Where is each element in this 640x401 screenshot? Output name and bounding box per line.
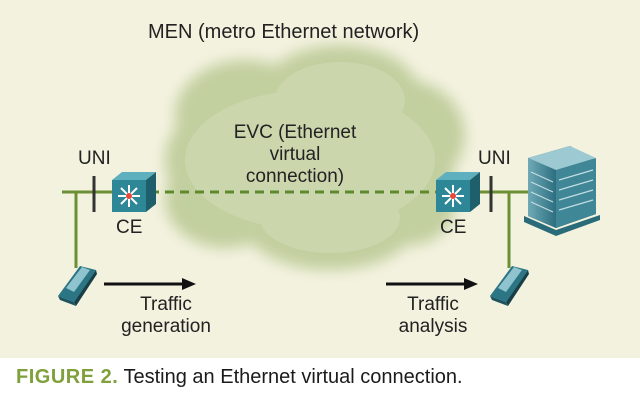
network-diagram [58, 45, 600, 306]
men-network-label: MEN (metro Ethernet network) [148, 21, 420, 43]
traffic-generation-label: Traffic generation [121, 294, 211, 337]
traffic-analysis-arrow-icon [386, 278, 478, 290]
figure-caption-text: Testing an Ethernet virtual connection. [123, 366, 463, 388]
ce-right-label: CE [440, 217, 467, 238]
figure-caption: FIGURE 2. Testing an Ethernet virtual co… [16, 366, 463, 389]
diagram-panel: MEN (metro Ethernet network) EVC (Ethern… [0, 0, 640, 358]
building-icon [524, 146, 600, 236]
ce-left-label: CE [116, 217, 143, 238]
traffic-analysis-label: Traffic analysis [398, 294, 468, 337]
traffic-generator-device-icon [58, 266, 97, 306]
traffic-generation-arrow-icon [104, 278, 196, 290]
ce-left-switch-icon [112, 172, 156, 212]
ce-right-switch-icon [436, 172, 480, 212]
traffic-analyzer-device-icon [490, 266, 529, 306]
uni-left-label: UNI [78, 148, 111, 169]
uni-right-label: UNI [478, 148, 511, 169]
figure-number: FIGURE 2. [16, 366, 119, 388]
evc-label: EVC (Ethernet virtual connection) [233, 122, 357, 187]
men-cloud-icon [165, 45, 465, 270]
